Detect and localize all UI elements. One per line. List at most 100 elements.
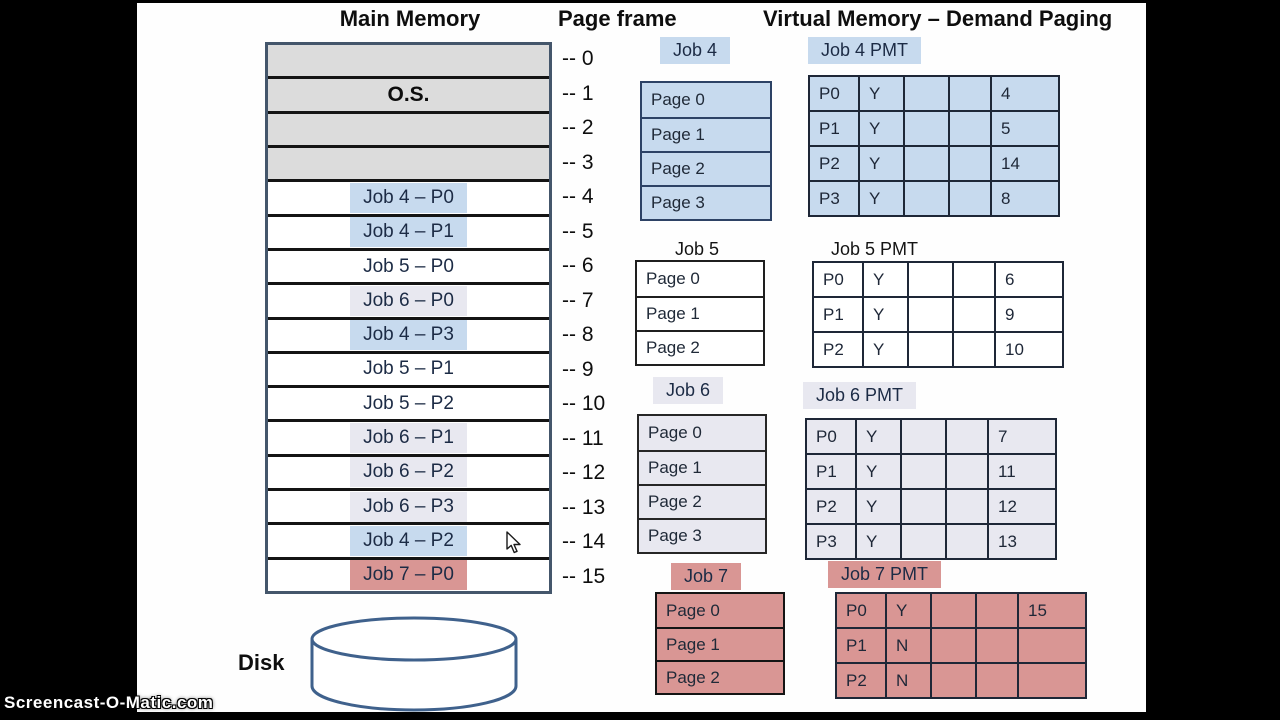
job6-pmt-cell: Y xyxy=(855,488,902,525)
job7-pmt-cell xyxy=(1017,662,1087,699)
job7-page-cell: Page 2 xyxy=(657,660,783,693)
job6-page-cell: Page 3 xyxy=(639,518,765,552)
memory-frame-row-3 xyxy=(268,144,549,180)
memory-frame-row-13: Job 6 – P3 xyxy=(268,488,549,522)
memory-frame-content: O.S. xyxy=(387,82,430,106)
memory-frame-content: Job 5 – P1 xyxy=(350,354,467,385)
job5-pmt-cell xyxy=(907,261,954,298)
memory-frame-row-5: Job 4 – P1 xyxy=(268,213,549,248)
memory-frame-row-2 xyxy=(268,110,549,145)
job6-pmt-cell: Y xyxy=(855,453,902,490)
memory-frame-content: Job 6 – P0 xyxy=(350,285,467,316)
memory-frame-content: Job 4 – P3 xyxy=(350,320,467,351)
job6-pmt-cell: 11 xyxy=(987,453,1057,490)
job4-pmt-cell xyxy=(903,145,950,182)
memory-frame-content: Job 5 – P2 xyxy=(350,388,467,419)
disk-cylinder-icon xyxy=(310,616,518,712)
job6-pmt-cell: P2 xyxy=(805,488,857,525)
job7-pmt-cell: P0 xyxy=(835,592,887,629)
job6-page-cell: Page 0 xyxy=(639,416,765,450)
memory-frame-content: Job 6 – P1 xyxy=(350,423,467,454)
job6-header: Job 6 xyxy=(653,377,724,404)
job4-page-cell: Page 3 xyxy=(642,185,770,219)
page-frame-number: -- 11 xyxy=(562,426,604,450)
memory-frame-row-10: Job 5 – P2 xyxy=(268,385,549,419)
job4-pmt-cell xyxy=(903,110,950,147)
page-frame-number-list: -- 0-- 1-- 2-- 3-- 4-- 5-- 6-- 7-- 8-- 9… xyxy=(562,42,632,594)
job5-pmt-cell: P2 xyxy=(812,331,864,368)
job7-header: Job 7 xyxy=(671,563,742,590)
job7-pmt-cell xyxy=(930,592,977,629)
memory-frame-content: Job 4 – P0 xyxy=(350,182,467,213)
job7-pmt-cell xyxy=(930,662,977,699)
job5-pmt-cell: Y xyxy=(862,261,909,298)
page-frame-number: -- 0 xyxy=(562,47,594,71)
job4-pmt-cell: Y xyxy=(858,75,905,112)
job4-pmt-cell: Y xyxy=(858,110,905,147)
job6-pmt-header: Job 6 PMT xyxy=(803,382,917,409)
job6-page-cell: Page 2 xyxy=(639,484,765,518)
memory-frame-content: Job 6 – P2 xyxy=(350,457,467,488)
job5-pmt-cell xyxy=(907,296,954,333)
job7-pmt-cell: N xyxy=(885,627,932,664)
page-frame-number: -- 3 xyxy=(562,150,594,174)
main-memory-title: Main Memory xyxy=(339,6,481,31)
page-frame-number: -- 9 xyxy=(562,357,594,381)
job6-pmt-cell xyxy=(945,453,989,490)
job4-pmt-cell xyxy=(948,75,992,112)
job6-pmt-cell: P0 xyxy=(805,418,857,455)
page-frame-number: -- 13 xyxy=(562,495,606,519)
job5-pmt-cell: 10 xyxy=(994,331,1064,368)
job4-pmt-cell xyxy=(948,110,992,147)
job4-pmt-cell xyxy=(948,145,992,182)
job7-pmt-cell: Y xyxy=(885,592,932,629)
page-frame-number: -- 1 xyxy=(562,81,594,105)
job6-pmt-cell xyxy=(900,453,947,490)
job4-pmt-cell: P3 xyxy=(808,180,860,217)
job4-pmt-cell xyxy=(903,180,950,217)
page-frame-number: -- 15 xyxy=(562,564,606,588)
job4-pmt-cell: P2 xyxy=(808,145,860,182)
job7-pmt-cell: P1 xyxy=(835,627,887,664)
job6-pmt-cell xyxy=(945,523,989,560)
memory-frame-row-9: Job 5 – P1 xyxy=(268,350,549,385)
job4-page-cell: Page 0 xyxy=(642,83,770,117)
watermark: Screencast-O-Matic.com xyxy=(4,693,214,712)
job5-pmt-cell xyxy=(952,296,996,333)
page-frame-number: -- 5 xyxy=(562,219,594,243)
page-frame-number: -- 12 xyxy=(562,461,606,485)
job5-pmt-cell: 6 xyxy=(994,261,1064,298)
job5-page-cell: Page 2 xyxy=(637,330,763,364)
memory-frame-content: Job 6 – P3 xyxy=(350,491,467,522)
job5-pmt-cell: Y xyxy=(862,331,909,368)
memory-frame-content: Job 4 – P1 xyxy=(350,217,467,248)
job7-pmt-cell xyxy=(1017,627,1087,664)
memory-frame-row-15: Job 7 – P0 xyxy=(268,556,549,591)
job4-pmt-cell: P0 xyxy=(808,75,860,112)
memory-frame-row-14: Job 4 – P2 xyxy=(268,522,549,557)
letterbox-bottom-bar xyxy=(0,712,1280,720)
job6-pmt-cell: Y xyxy=(855,418,902,455)
page-frame-number: -- 4 xyxy=(562,185,594,209)
job7-pmt-cell xyxy=(930,627,977,664)
job6-page-cell: Page 1 xyxy=(639,450,765,484)
job7-pmt-cell xyxy=(975,627,1019,664)
job6-pmt-cell xyxy=(945,418,989,455)
job6-pmt-cell xyxy=(900,523,947,560)
job4-pmt-cell: 14 xyxy=(990,145,1060,182)
memory-frame-row-8: Job 4 – P3 xyxy=(268,316,549,351)
job6-pmt-cell: 13 xyxy=(987,523,1057,560)
